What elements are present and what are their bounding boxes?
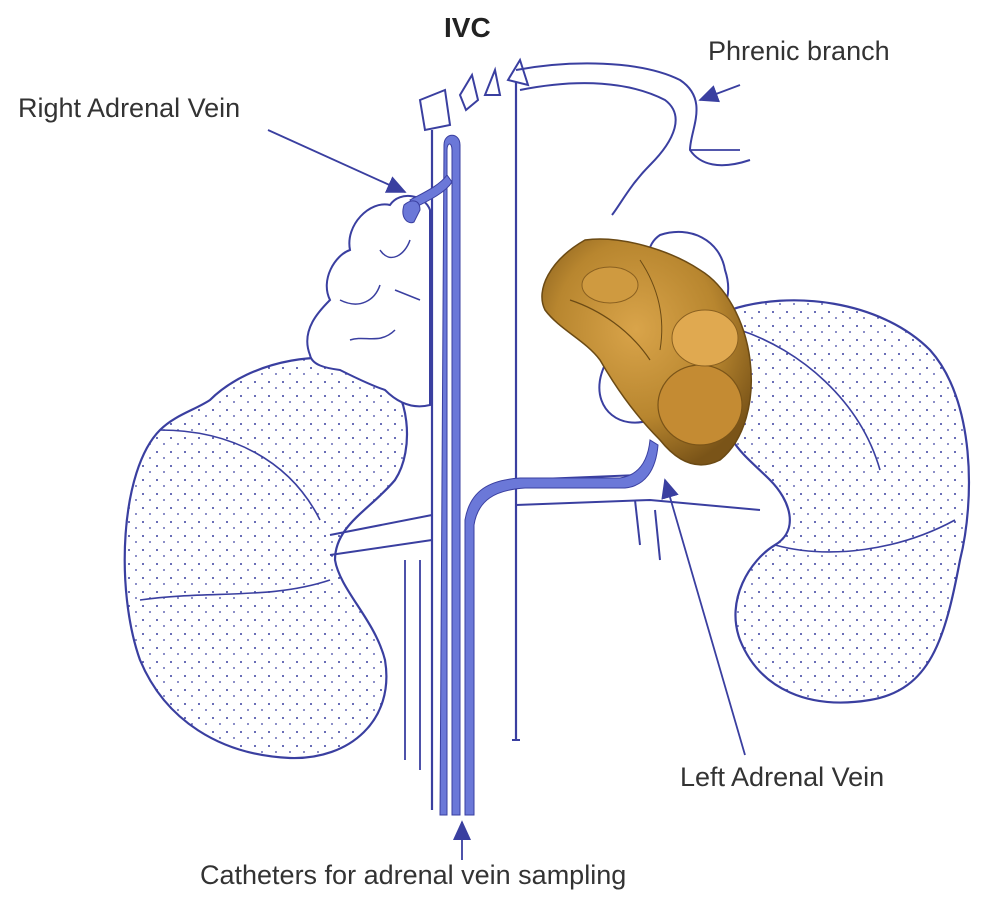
- left-kidney: [724, 300, 969, 702]
- right-adrenal-vein-label: Right Adrenal Vein: [18, 93, 240, 124]
- ivc-label: IVC: [444, 12, 491, 44]
- right-kidney: [125, 358, 407, 758]
- phrenic-branch-vessel: [516, 63, 750, 215]
- renal-veins: [330, 475, 760, 770]
- left-adrenal-vein-arrow: [665, 480, 745, 755]
- catheters-label: Catheters for adrenal vein sampling: [200, 860, 626, 891]
- phrenic-branch-label: Phrenic branch: [708, 36, 890, 67]
- left-adrenal-vein-label: Left Adrenal Vein: [680, 762, 884, 793]
- phrenic-branch-arrow: [700, 85, 740, 100]
- right-adrenal-vein-arrow: [268, 130, 405, 192]
